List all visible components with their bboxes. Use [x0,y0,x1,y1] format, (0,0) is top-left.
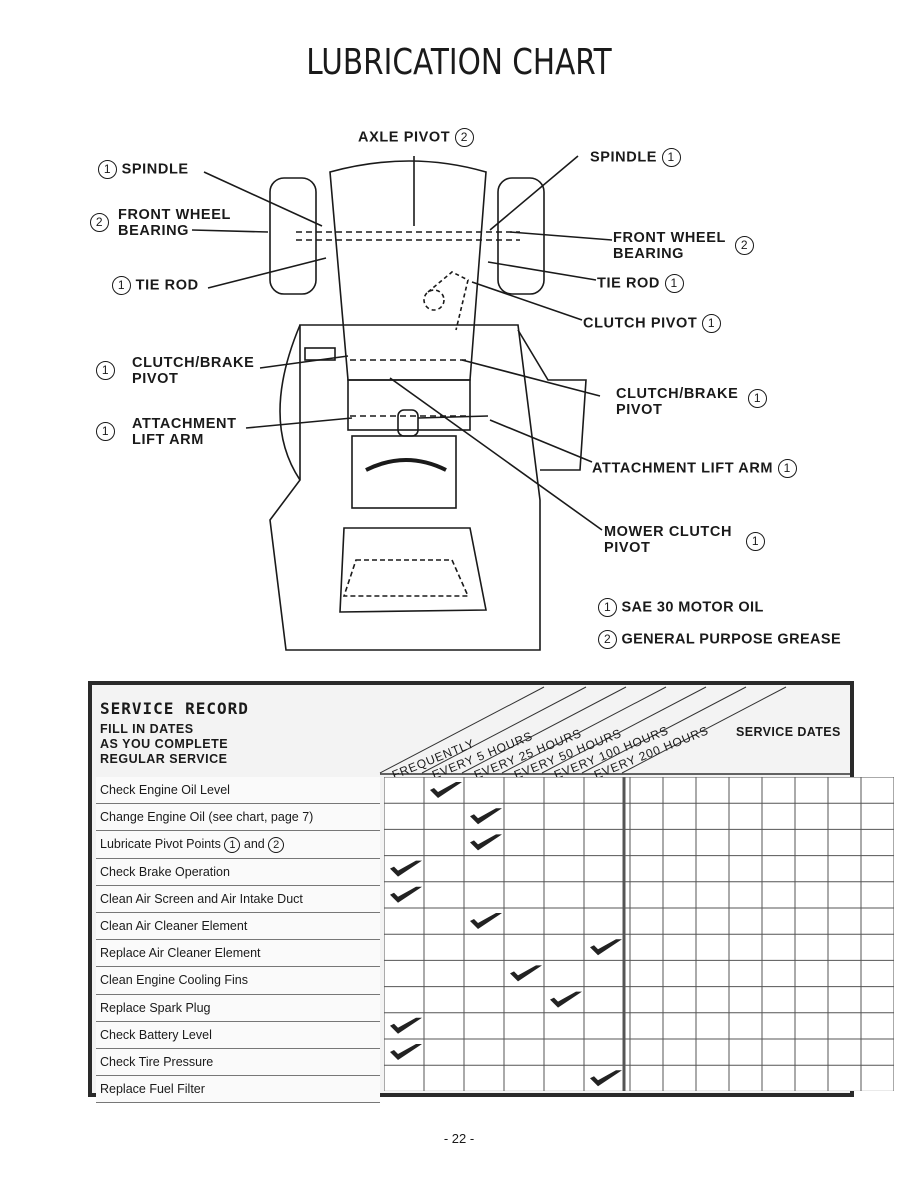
service-record-table: SERVICE RECORD FILL IN DATES AS YOU COMP… [88,681,895,1104]
legend-motor-oil: 1 SAE 30 MOTOR OIL [598,598,764,617]
right-front-wheel [497,177,545,295]
task-lubricate-pivot-points: Lubricate Pivot Points 1 and 2 [96,831,380,859]
task-clean-air-screen: Clean Air Screen and Air Intake Duct [96,885,380,913]
legend-grease: 2 GENERAL PURPOSE GREASE [598,630,841,649]
hood [329,160,487,381]
service-record-title: SERVICE RECORD [100,699,249,718]
callout-mower-clutch-pivot: MOWER CLUTCH PIVOT 1 [604,524,765,556]
task-replace-spark-plug: Replace Spark Plug [96,994,380,1022]
callout-axle-pivot: AXLE PIVOT 2 [358,128,474,147]
check-icon [510,965,542,982]
task-clean-air-cleaner-element: Clean Air Cleaner Element [96,912,380,941]
service-record-subtitle: FILL IN DATES AS YOU COMPLETE REGULAR SE… [100,722,229,766]
task-check-tire-pressure: Check Tire Pressure [96,1048,380,1077]
callout-front-wheel-bearing-right: FRONT WHEEL BEARING 2 [613,230,754,262]
callout-spindle-right: SPINDLE 1 [590,148,681,167]
task-clean-engine-cooling-fins: Clean Engine Cooling Fins [96,967,380,995]
service-record-header: SERVICE RECORD FILL IN DATES AS YOU COMP… [100,699,249,767]
check-icon [470,834,502,851]
task-check-battery-level: Check Battery Level [96,1021,380,1049]
check-icon [470,913,502,929]
page-title: LUBRICATION CHART [306,42,612,83]
grid-lines [383,776,895,1092]
body [269,324,541,651]
task-change-engine-oil: Change Engine Oil (see chart, page 7) [96,804,380,832]
left-front-wheel [269,177,317,295]
tractor-diagram [191,155,613,651]
check-icon [470,808,502,825]
callout-clutch-brake-left: 1 CLUTCH/BRAKE PIVOT [96,355,254,387]
callout-clutch-pivot: CLUTCH PIVOT 1 [583,314,721,333]
service-dates-label: SERVICE DATES [736,725,841,739]
check-icon [590,1070,622,1087]
task-check-engine-oil-level: Check Engine Oil Level [96,777,380,805]
callout-tie-rod-right: TIE ROD 1 [597,274,684,293]
service-grid [383,776,895,1096]
callout-clutch-brake-right: CLUTCH/BRAKE PIVOT 1 [616,386,767,418]
callout-attachment-lift-arm-right: ATTACHMENT LIFT ARM 1 [592,459,797,478]
callout-tie-rod-left: 1 TIE ROD [112,276,199,295]
interval-header-lines [379,686,850,775]
task-replace-air-cleaner-element: Replace Air Cleaner Element [96,940,380,968]
page-number: - 22 - [443,1131,475,1146]
callout-front-wheel-bearing-left: 2 FRONT WHEEL BEARING [90,207,231,239]
callout-spindle-left: 1 SPINDLE [98,160,189,179]
check-icon [390,1044,422,1060]
callout-attachment-lift-arm-left: 1 ATTACHMENT LIFT ARM [96,416,237,448]
task-check-brake-operation: Check Brake Operation [96,858,380,886]
check-icon [550,991,582,1008]
check-icon [390,886,422,903]
check-icon [390,860,422,877]
check-icon [430,782,462,798]
check-icon [390,1017,422,1034]
check-icon [590,939,622,956]
task-list: Check Engine Oil Level Change Engine Oil… [96,777,380,1104]
task-replace-fuel-filter: Replace Fuel Filter [96,1076,380,1104]
